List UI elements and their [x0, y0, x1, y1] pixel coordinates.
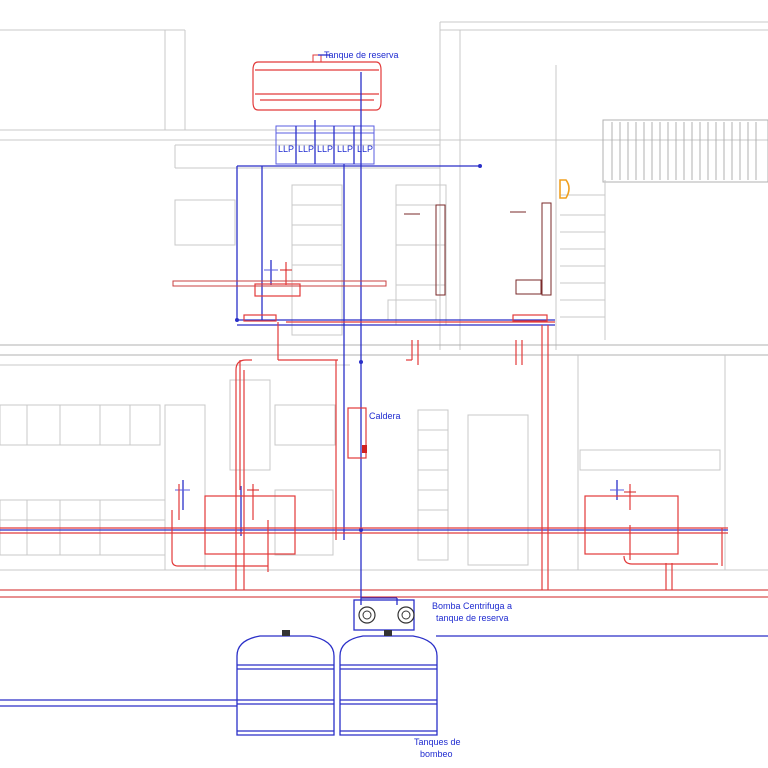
cold-water-pipes	[0, 72, 768, 707]
label-tanques-line1: Tanques de	[414, 737, 461, 747]
reserve-tank	[252, 54, 382, 111]
label-tanque-reserva: Tanque de reserva	[324, 50, 399, 60]
label-tanques-line2: bombeo	[420, 749, 453, 759]
label-llp-3: LLP	[317, 144, 333, 154]
pumping-tanks	[236, 630, 438, 736]
label-bomba-line1: Bomba Centrifuga a	[432, 601, 512, 611]
label-llp-2: LLP	[298, 144, 314, 154]
label-llp-1: LLP	[278, 144, 294, 154]
llp-manifold	[275, 120, 375, 165]
architecture-lines	[0, 21, 768, 598]
hot-water-pipes	[0, 262, 728, 590]
upper-fixtures	[172, 202, 679, 555]
label-llp-5: LLP	[357, 144, 373, 154]
centrifugal-pumps	[353, 597, 415, 631]
revision-marker-icon	[559, 179, 570, 199]
label-caldera: Caldera	[369, 411, 401, 421]
label-llp-4: LLP	[337, 144, 353, 154]
label-bomba-line2: tanque de reserva	[436, 613, 509, 623]
